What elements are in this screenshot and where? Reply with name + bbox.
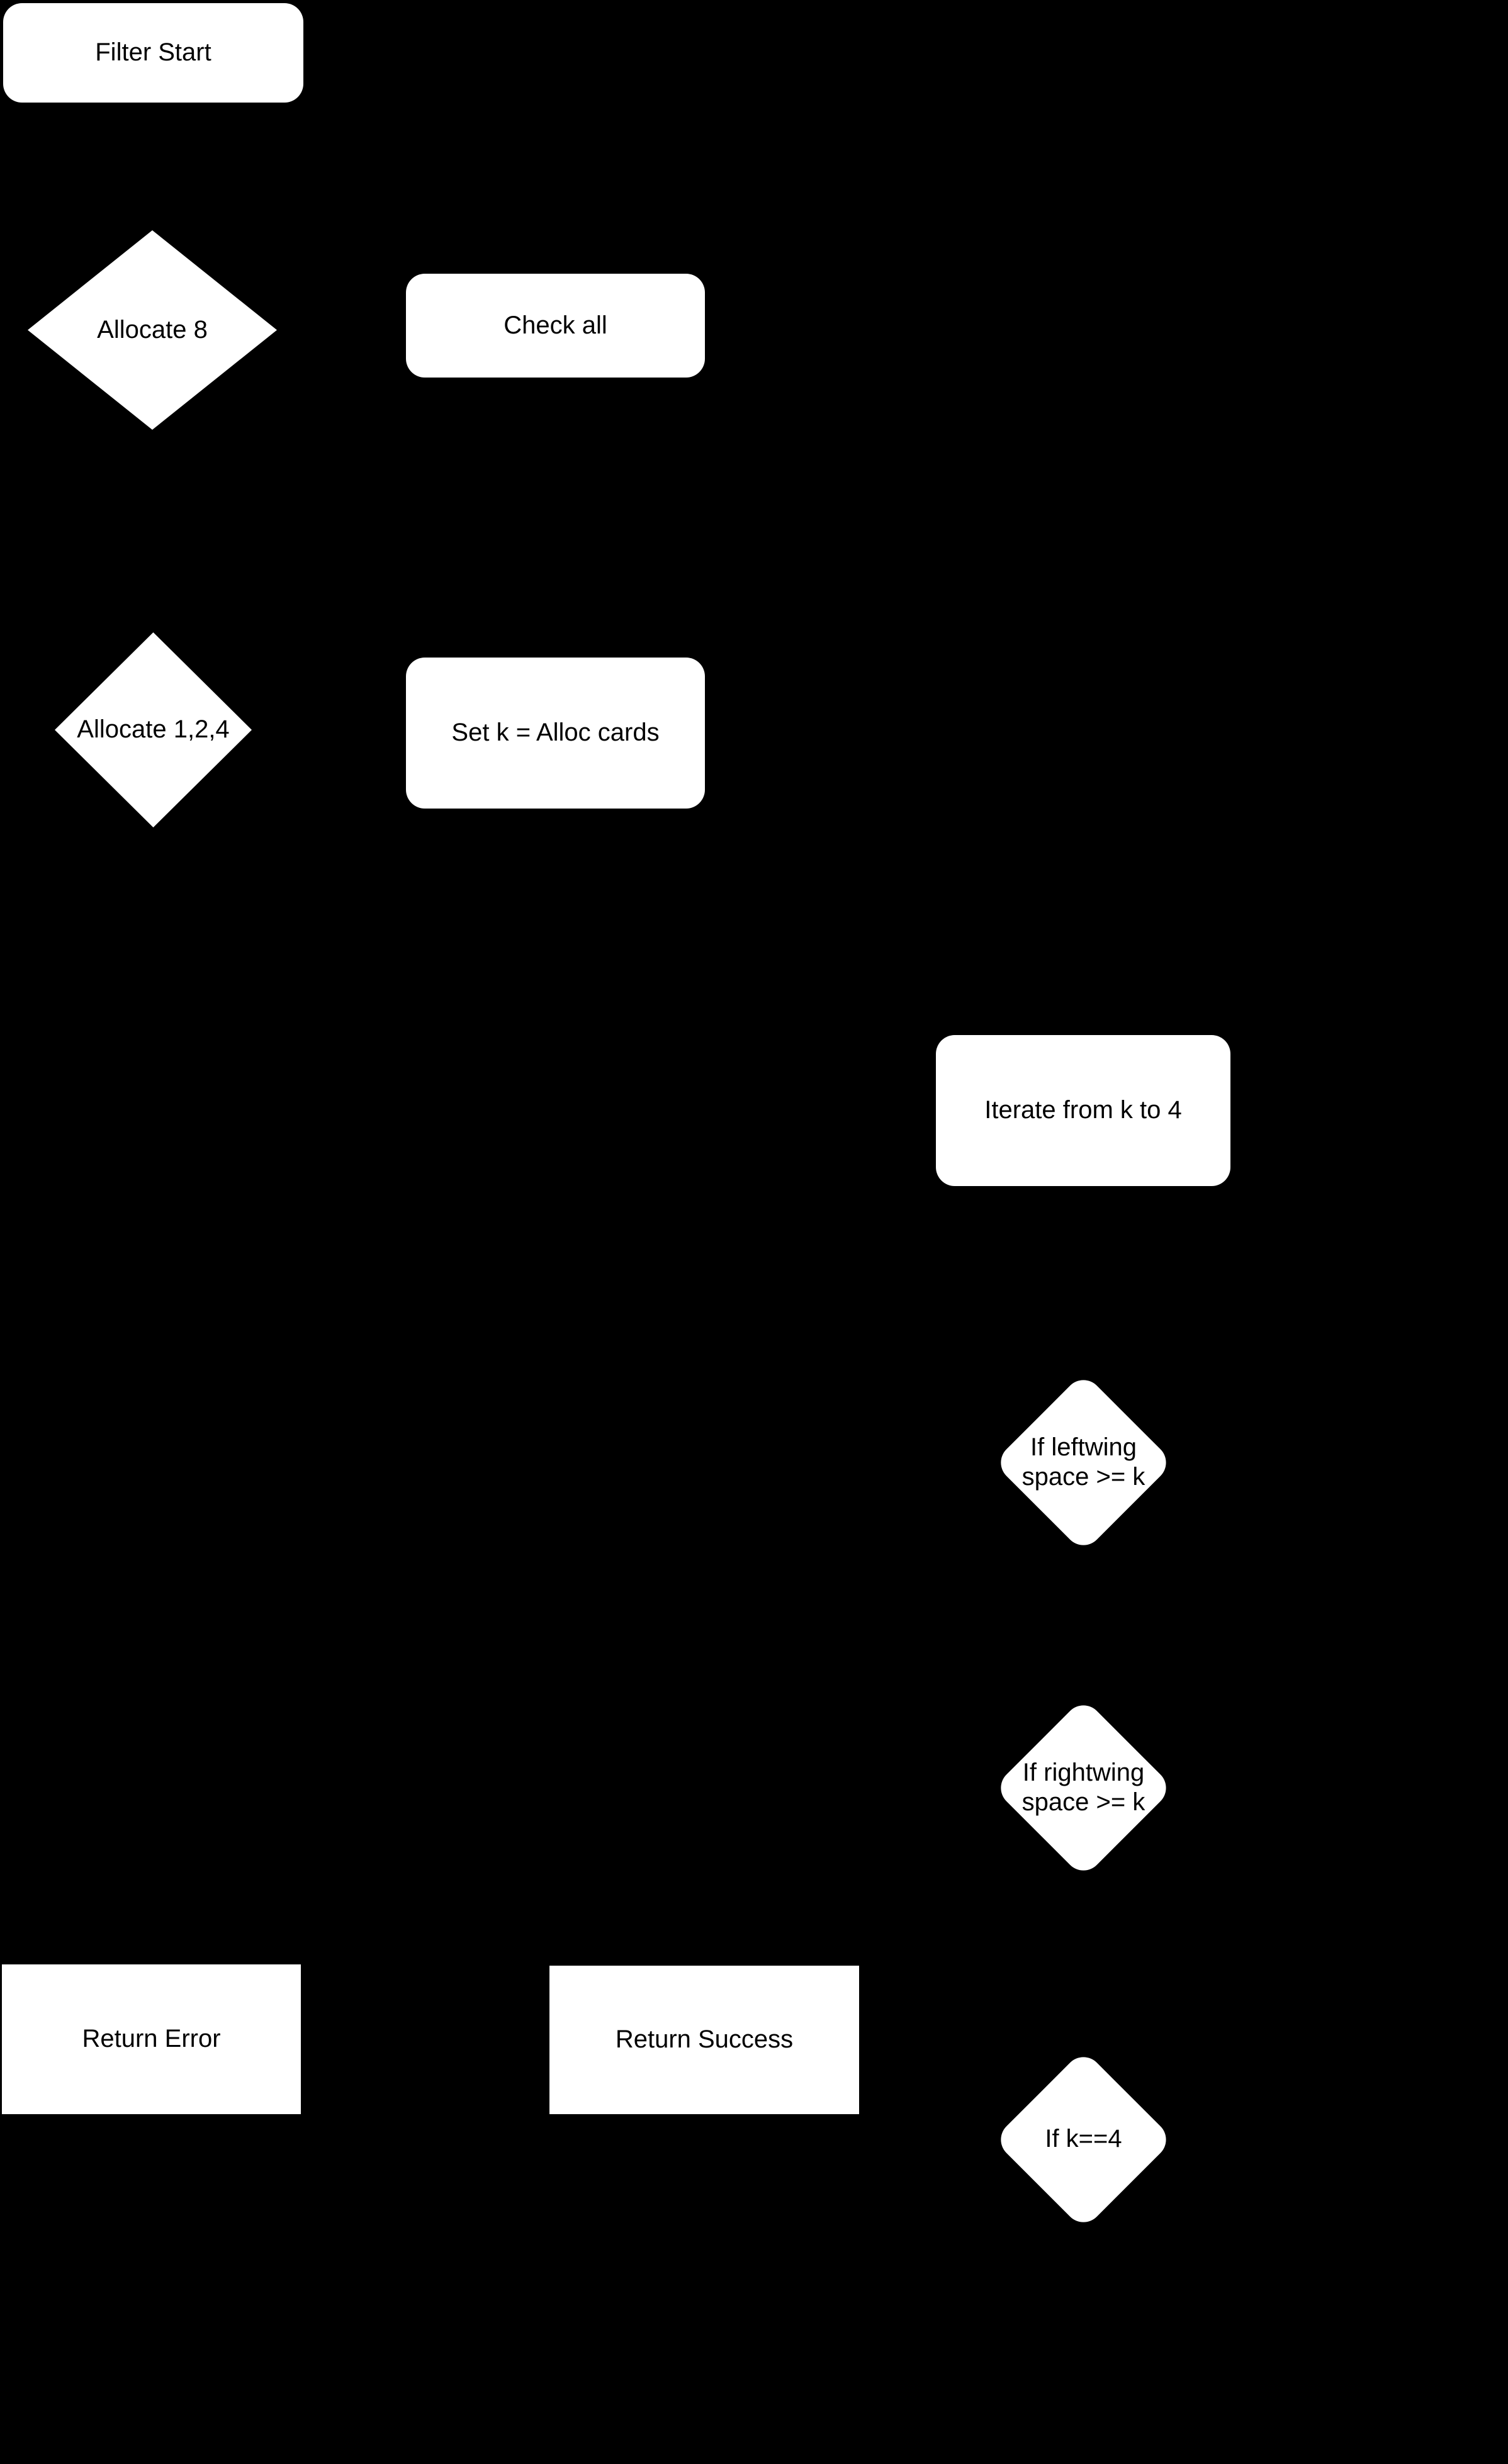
node-if-k-equals-4[interactable]: If k==4 xyxy=(993,2048,1174,2231)
node-check-all[interactable]: Check all xyxy=(406,274,705,378)
node-iterate-k-to-4[interactable]: Iterate from k to 4 xyxy=(936,1035,1230,1186)
node-label-wrap-allocate-124: Allocate 1,2,4 xyxy=(17,632,290,827)
node-label-allocate-124: Allocate 1,2,4 xyxy=(77,715,230,744)
node-label-iterate-k-to-4: Iterate from k to 4 xyxy=(984,1096,1182,1124)
node-filter-start[interactable]: Filter Start xyxy=(3,3,303,103)
node-label-allocate-8: Allocate 8 xyxy=(97,315,208,344)
label-text: If rightwing space >= k xyxy=(1021,1758,1145,1816)
node-set-k[interactable]: Set k = Alloc cards xyxy=(406,658,705,809)
node-if-rightwing-space[interactable]: If rightwing space >= k xyxy=(993,1696,1174,1879)
node-label-wrap-allocate-8: Allocate 8 xyxy=(0,230,315,430)
node-label-check-all: Check all xyxy=(504,311,607,339)
node-label-return-success: Return Success xyxy=(615,2025,794,2054)
node-label-filter-start: Filter Start xyxy=(95,38,211,67)
node-if-leftwing-space[interactable]: If leftwing space >= k xyxy=(993,1370,1174,1554)
node-label-return-error: Return Error xyxy=(82,2025,221,2053)
label-text: If k==4 xyxy=(1045,2125,1122,2153)
label-text: If leftwing space >= k xyxy=(1021,1433,1145,1491)
node-label-if-k-equals-4: If k==4 xyxy=(968,2048,1199,2231)
node-label-if-leftwing-space: If leftwing space >= k xyxy=(968,1370,1199,1554)
node-return-success[interactable]: Return Success xyxy=(549,1966,859,2114)
node-label-set-k: Set k = Alloc cards xyxy=(451,719,660,747)
node-return-error[interactable]: Return Error xyxy=(2,1964,301,2114)
node-label-if-rightwing-space: If rightwing space >= k xyxy=(968,1696,1199,1879)
